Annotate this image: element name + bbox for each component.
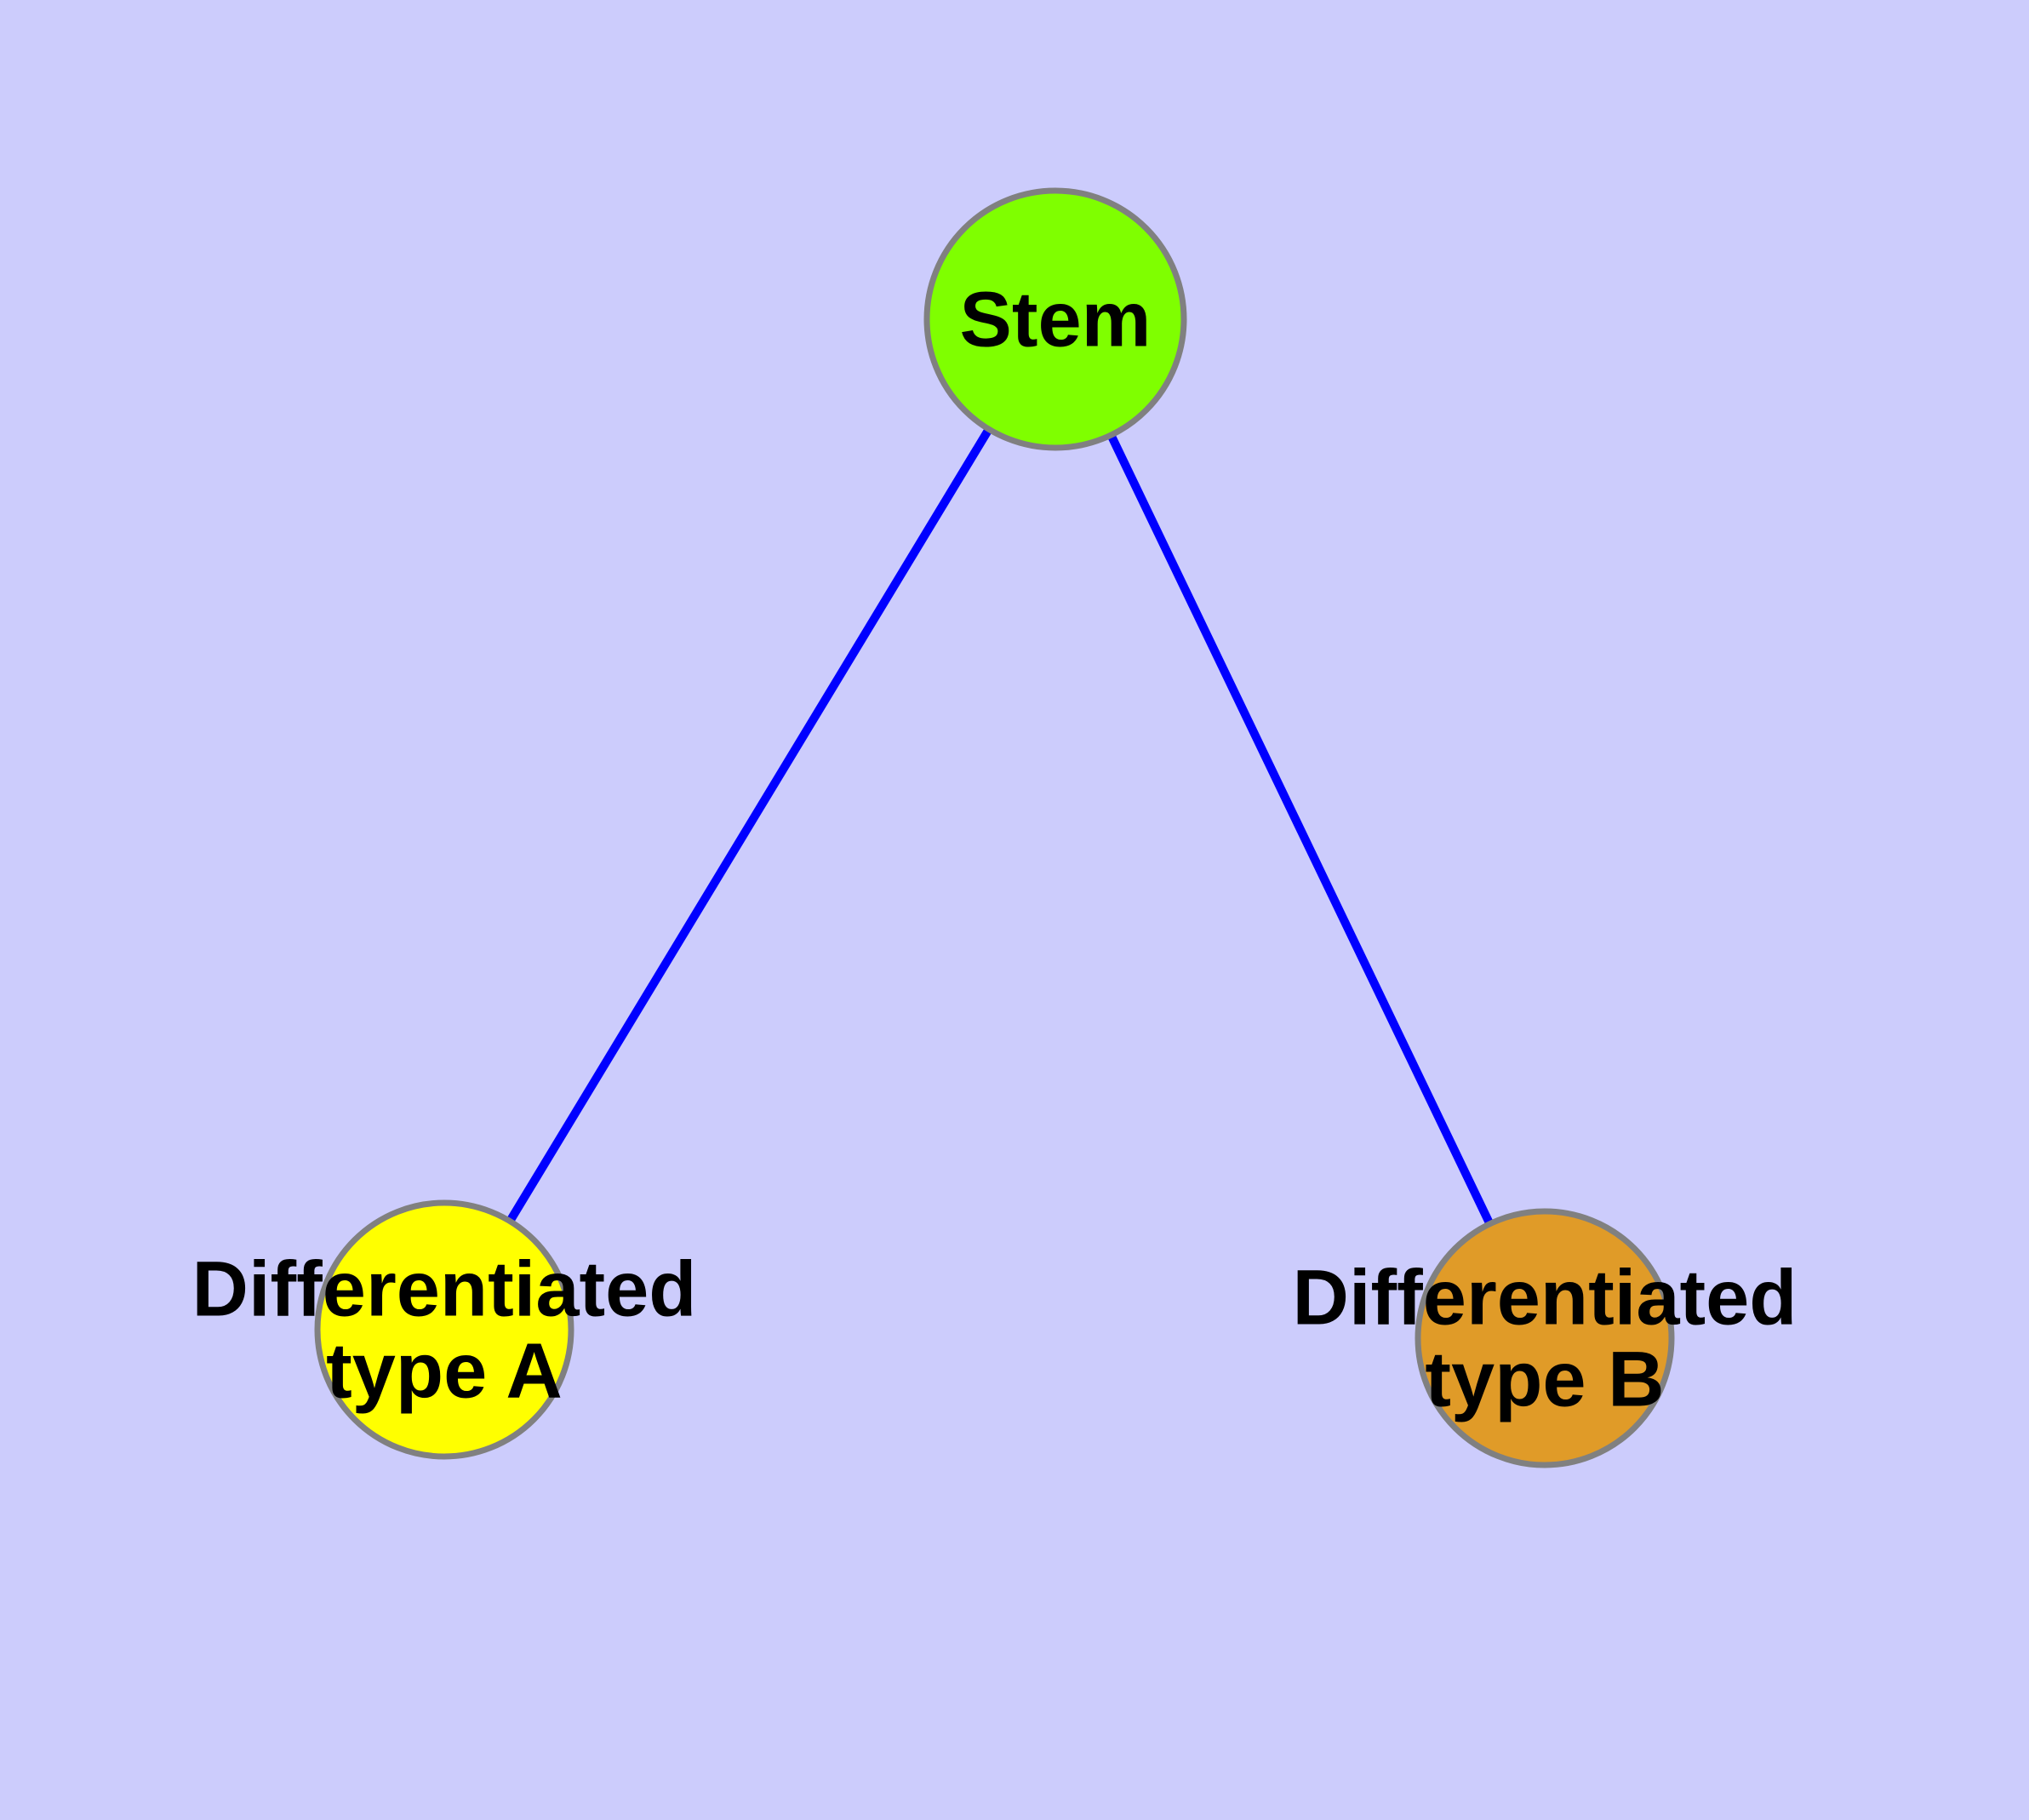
node-stem[interactable]: Stem <box>923 187 1187 451</box>
edges-layer <box>440 317 1549 1341</box>
node-circle-diff-b[interactable] <box>1415 1208 1675 1468</box>
edge-stem-to-diff-b[interactable] <box>1051 317 1549 1341</box>
node-label-line: Differentiated <box>192 1245 697 1332</box>
node-label-line: type B <box>1425 1336 1664 1422</box>
node-label-line: Stem <box>960 276 1152 363</box>
node-label-stem: Stem <box>960 276 1152 363</box>
edge-stem-to-diff-a[interactable] <box>440 317 1060 1332</box>
node-label-line: type A <box>326 1327 563 1414</box>
node-circle-diff-a[interactable] <box>314 1199 574 1460</box>
node-circle-stem[interactable] <box>923 187 1187 451</box>
node-label-line: Differentiated <box>1293 1254 1798 1341</box>
